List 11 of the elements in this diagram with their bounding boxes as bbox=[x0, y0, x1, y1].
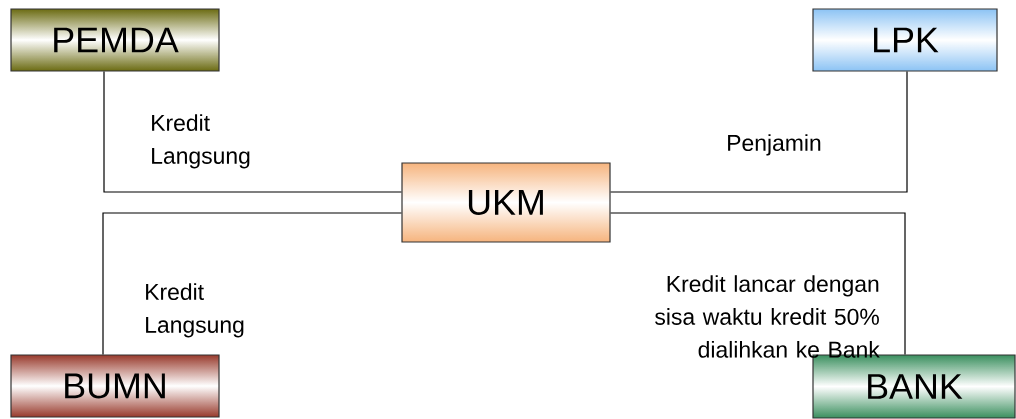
edge-label: Kredit Langsung bbox=[152, 114, 250, 169]
connector-line bbox=[102, 212, 402, 355]
entity-box: UKM bbox=[401, 162, 611, 243]
connector-line bbox=[610, 71, 908, 193]
entity-box: BUMN bbox=[10, 354, 220, 418]
entity-box: PEMDA bbox=[10, 8, 220, 72]
edge-label: Penjamin bbox=[728, 134, 821, 156]
edge-label: Kredit Langsung bbox=[146, 283, 244, 338]
connector-line bbox=[610, 212, 906, 355]
connector-line bbox=[103, 71, 402, 193]
entity-box: LPK bbox=[812, 8, 998, 72]
